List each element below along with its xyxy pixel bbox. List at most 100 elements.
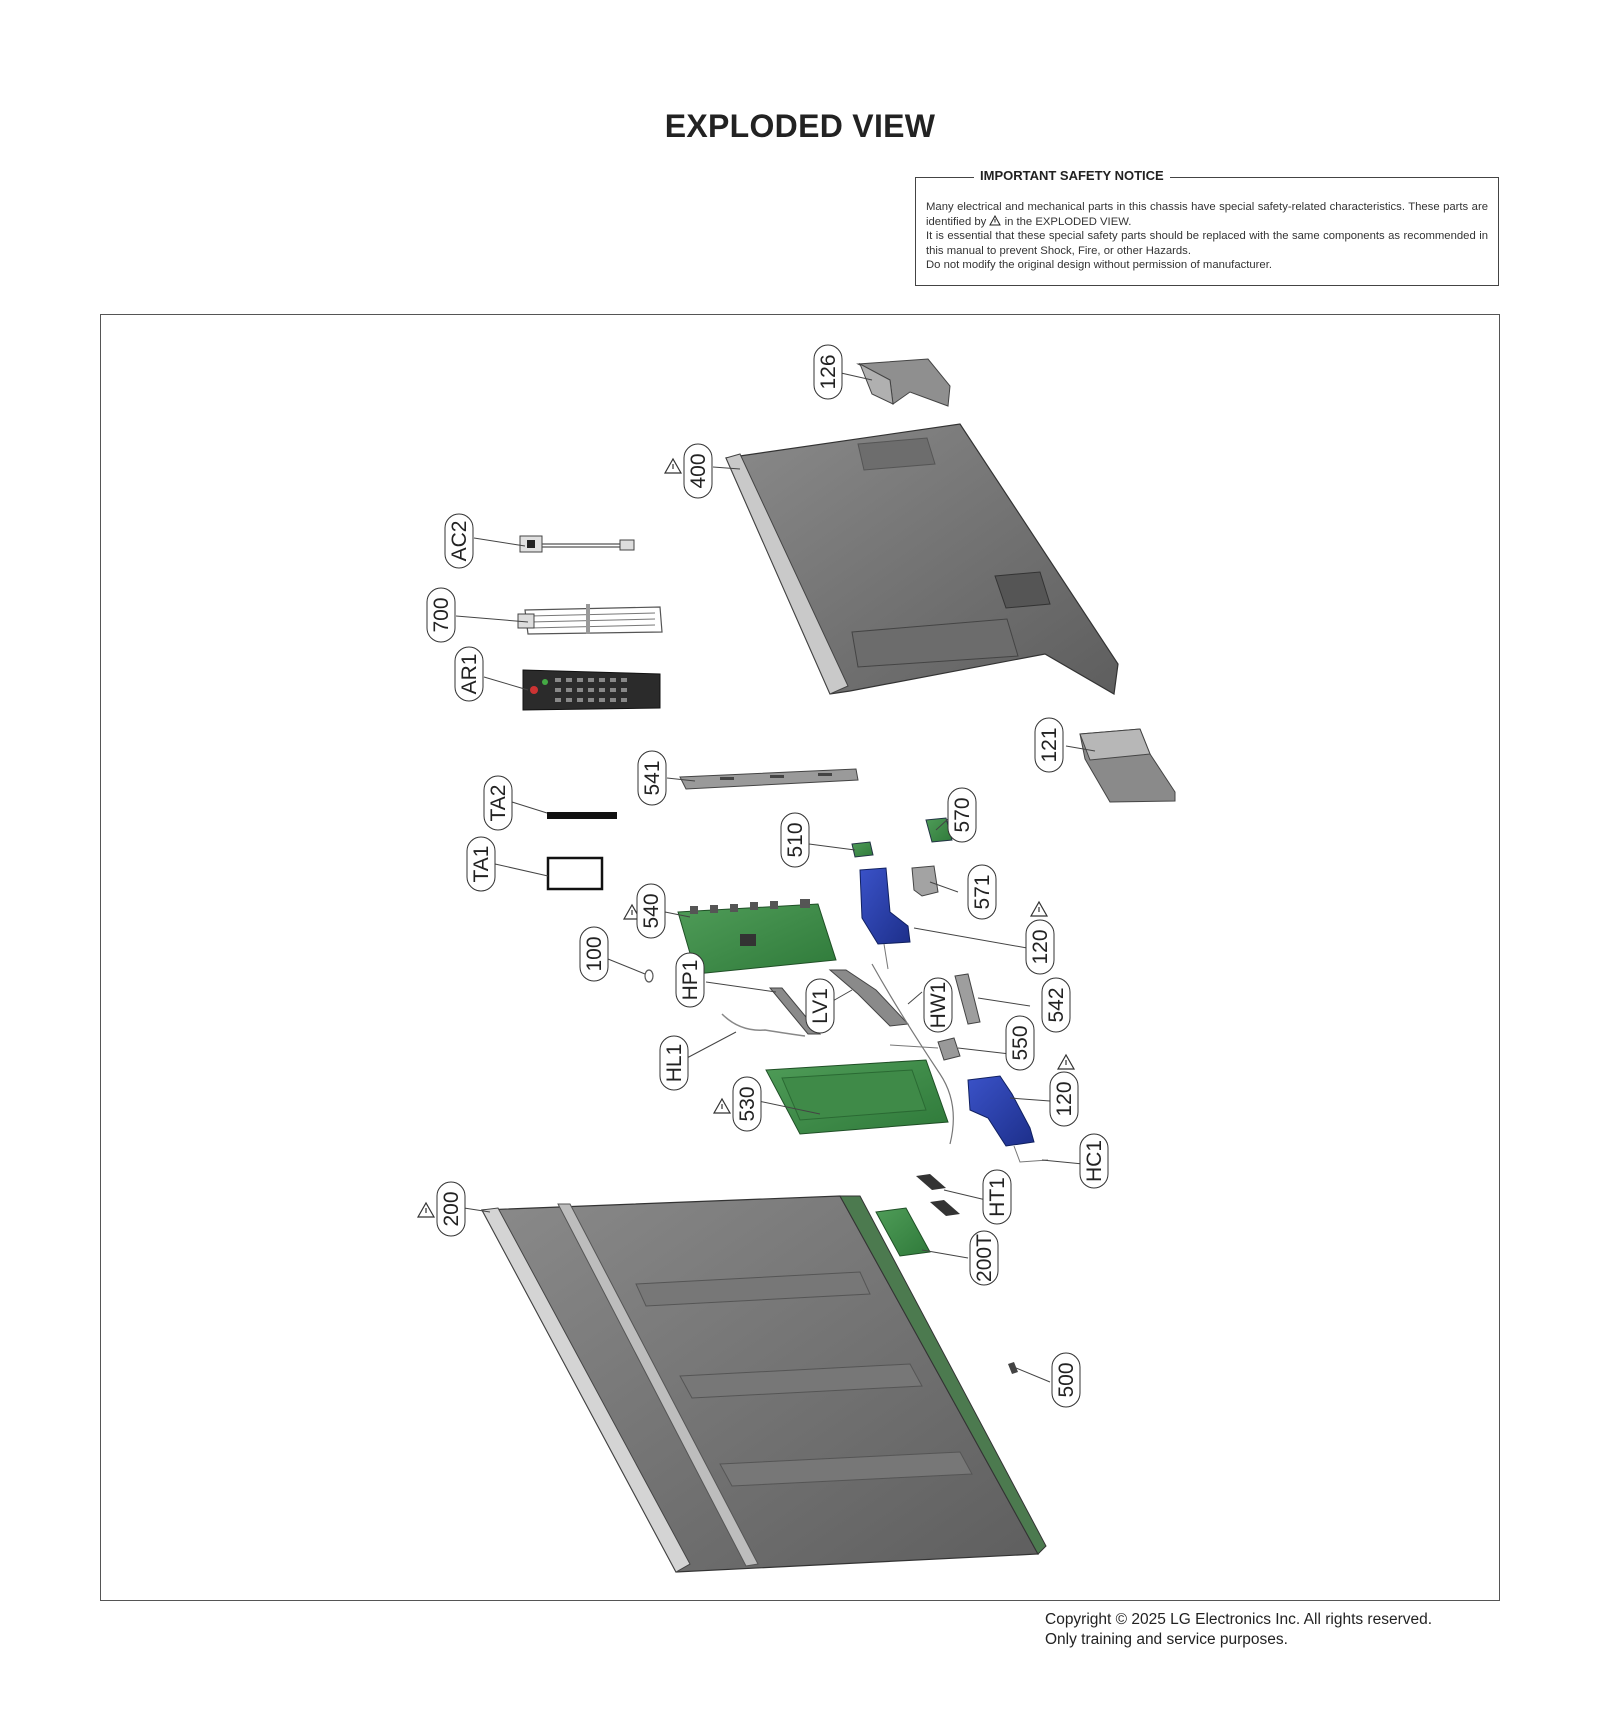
callout-540-label: 540: [640, 893, 663, 928]
callout-700-label: 700: [430, 597, 453, 632]
callout-120-top-label: 120: [1029, 929, 1052, 964]
callout-AR1: AR1: [454, 646, 484, 702]
callout-570: 570: [947, 787, 977, 843]
callout-541-label: 541: [641, 760, 664, 795]
callout-HC1-label: HC1: [1083, 1140, 1106, 1182]
callout-540: 540: [636, 883, 666, 939]
safety-notice-line1-start: Many electrical and mechanical parts in …: [926, 201, 1488, 228]
callout-TA2-label: TA2: [487, 785, 510, 822]
callout-400: 400: [683, 443, 713, 499]
part-tape-ht1-b: [930, 1200, 960, 1216]
callout-571-label: 571: [971, 874, 994, 909]
callout-550-label: 550: [1009, 1025, 1032, 1060]
safety-notice-body: Many electrical and mechanical parts in …: [926, 200, 1488, 273]
part-main-board: [677, 899, 837, 975]
callout-HP1: HP1: [675, 952, 705, 1008]
callout-500: 500: [1051, 1352, 1081, 1408]
part-small-board: [851, 841, 874, 858]
callout-HT1: HT1: [982, 1169, 1012, 1225]
part-av-cable: [519, 535, 635, 553]
leader-lines: [437, 372, 1096, 1383]
safety-warning-icon: [989, 214, 1002, 225]
callout-121-label: 121: [1038, 727, 1061, 762]
callout-120-bottom: 120: [1049, 1071, 1079, 1127]
warning-triangle-530-icon: [712, 1097, 732, 1114]
callout-LV1: LV1: [805, 978, 835, 1034]
callout-530-label: 530: [736, 1086, 759, 1121]
callout-HT1-label: HT1: [986, 1177, 1009, 1217]
page-title: EXPLODED VIEW: [664, 108, 936, 144]
diagram-frame: [100, 314, 1500, 1601]
callout-100-label: 100: [583, 936, 606, 971]
safety-triangles: [416, 457, 1076, 1218]
part-wire-harness: [871, 963, 954, 1145]
part-remote-control: [522, 669, 661, 711]
callout-100: 100: [579, 926, 609, 982]
callout-LV1-label: LV1: [809, 988, 832, 1024]
part-stand-base: [1079, 728, 1176, 803]
callout-HL1-label: HL1: [663, 1044, 686, 1083]
part-ir-board: [925, 817, 953, 843]
callout-HW1: HW1: [923, 977, 953, 1033]
callout-126: 126: [813, 344, 843, 400]
callout-TA1: TA1: [466, 836, 496, 892]
part-power-cord: [517, 604, 663, 635]
callout-700: 700: [426, 587, 456, 643]
part-tape-frame: [546, 856, 604, 891]
callout-550: 550: [1005, 1015, 1035, 1071]
part-tcon-board: [875, 1207, 931, 1257]
part-bracket-541: [679, 768, 859, 790]
callout-570-label: 570: [951, 797, 974, 832]
part-speaker-bottom: [967, 1075, 1049, 1163]
part-speaker-top: [859, 867, 911, 970]
callout-200T-label: 200T: [973, 1234, 996, 1282]
part-joystick-switch: [889, 1037, 961, 1061]
callout-571: 571: [967, 864, 997, 920]
safety-notice-heading: IMPORTANT SAFETY NOTICE: [974, 168, 1170, 183]
part-lvds-cable: [828, 969, 910, 1027]
part-stand-cover-top: [856, 358, 951, 407]
copyright-line2: Only training and service purposes.: [1045, 1631, 1288, 1648]
copyright-line1: Copyright © 2025 LG Electronics Inc. All…: [1045, 1611, 1433, 1628]
callouts: 126 400 AC2 700 AR1 121 541 TA2 TA1 510 …: [426, 344, 1109, 1408]
part-screw: [644, 969, 654, 983]
callout-510: 510: [780, 812, 810, 868]
part-tape-black: [547, 812, 617, 819]
callout-120-top: 120: [1025, 919, 1055, 975]
callout-541: 541: [637, 750, 667, 806]
callout-HW1-label: HW1: [927, 982, 950, 1029]
warning-triangle-120-top-icon: [1029, 900, 1049, 917]
callout-HP1-label: HP1: [679, 960, 702, 1001]
callout-530: 530: [732, 1076, 762, 1132]
safety-notice-box: IMPORTANT SAFETY NOTICE Many electrical …: [915, 168, 1499, 286]
safety-notice-line1-end: in the EXPLODED VIEW.: [1004, 215, 1132, 228]
part-lcd-module: [481, 1195, 1047, 1573]
part-power-board: [765, 1059, 949, 1135]
callout-AC2-label: AC2: [448, 521, 471, 562]
copyright: Copyright © 2025 LG Electronics Inc. All…: [1045, 1610, 1432, 1650]
callout-121: 121: [1034, 717, 1064, 773]
safety-notice-line1: Many electrical and mechanical parts in …: [926, 200, 1488, 229]
callout-HC1: HC1: [1079, 1133, 1109, 1189]
part-ir-holder: [911, 865, 939, 897]
callout-542-label: 542: [1045, 987, 1068, 1022]
callout-TA2: TA2: [483, 775, 513, 831]
callout-542: 542: [1041, 977, 1071, 1033]
callout-200T: 200T: [969, 1230, 999, 1286]
callout-HL1: HL1: [659, 1035, 689, 1091]
callout-AC2: AC2: [444, 513, 474, 569]
callout-200-label: 200: [440, 1191, 463, 1226]
part-back-cover: [725, 423, 1119, 695]
callout-TA1-label: TA1: [470, 846, 493, 883]
callout-510-label: 510: [784, 822, 807, 857]
part-cable-hl1: [721, 1013, 806, 1037]
warning-triangle-400-icon: [663, 457, 683, 474]
callout-120-bottom-label: 120: [1053, 1081, 1076, 1116]
warning-triangle-120-bottom-icon: [1056, 1053, 1076, 1070]
safety-notice-line3: Do not modify the original design withou…: [926, 259, 1272, 271]
exploded-view-diagram: 126 400 AC2 700 AR1 121 541 TA2 TA1 510 …: [416, 344, 1176, 1573]
part-clip: [1008, 1362, 1018, 1374]
callout-200: 200: [436, 1181, 466, 1237]
callout-AR1-label: AR1: [458, 654, 481, 695]
callout-126-label: 126: [817, 354, 840, 389]
